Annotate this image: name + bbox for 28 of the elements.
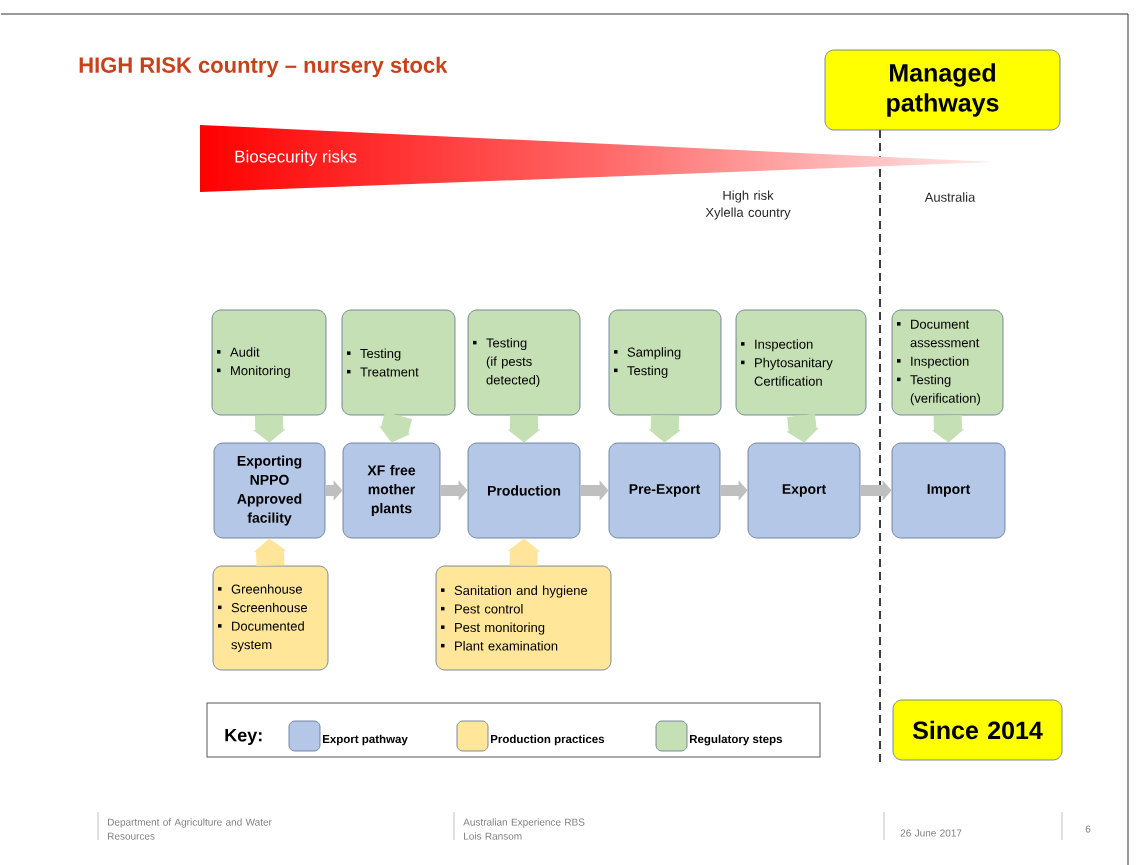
- production-practice-box: Greenhouse Screenhouse Documented system: [212, 565, 329, 671]
- production-practice-box: Sanitation and hygiene Pest control Pest monitoring Plant examination: [435, 565, 612, 671]
- regulatory-step-box: Sampling Testing: [608, 309, 722, 416]
- export-step-box: Export: [747, 442, 861, 539]
- region-label: High risk Xylella country: [705, 190, 791, 220]
- highlight-box: Managed pathways: [824, 49, 1061, 131]
- export-step-box: Exporting NPPO Approved facility: [213, 442, 326, 539]
- regulatory-step-box: Audit Monitoring: [211, 309, 327, 416]
- region-label: Australia: [924, 192, 976, 202]
- footer-text: 6: [1085, 825, 1091, 833]
- footer-text: 26 June 2017: [900, 829, 962, 837]
- highlight-box: Since 2014: [892, 699, 1063, 761]
- regulatory-step-box: Testing Treatment: [341, 309, 456, 416]
- export-step-box: Production: [467, 442, 581, 539]
- regulatory-step-box: Testing (if pests detected): [467, 309, 581, 416]
- title: HIGH RISK country – nursery stock: [79, 56, 448, 78]
- legend-title: Key:: [225, 728, 262, 746]
- legend-label: Export pathway: [322, 734, 408, 746]
- legend-label: Production practices: [490, 734, 605, 746]
- export-step-box: Pre-Export: [608, 442, 721, 539]
- risk-wedge: Biosecurity risks: [235, 150, 357, 166]
- regulatory-step-box: Inspection Phytosanitary Certification: [735, 309, 867, 416]
- export-step-box: Import: [891, 442, 1006, 539]
- regulatory-step-box: Document assessment Inspection Testing (verification): [891, 309, 1004, 416]
- footer-text: Department of Agriculture and Water Resources: [108, 818, 272, 840]
- legend-label: Regulatory steps: [690, 734, 783, 746]
- export-step-box: XF free mother plants: [342, 442, 441, 539]
- footer-text: Australian Experience RBS Lois Ransom: [463, 818, 585, 840]
